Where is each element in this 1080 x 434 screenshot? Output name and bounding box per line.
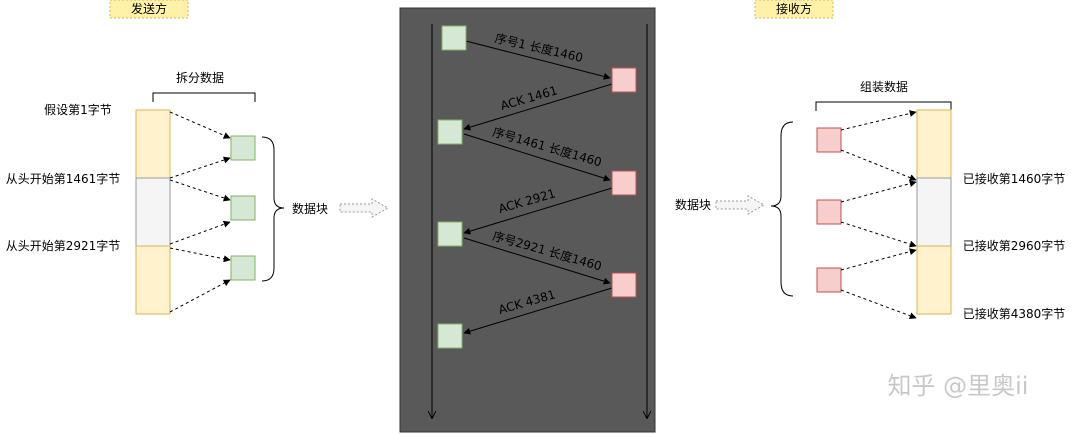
assemble-label: 组装数据 — [860, 79, 908, 94]
receiver-block-brace — [770, 121, 794, 297]
sender-flow-arrow — [339, 198, 390, 218]
sender-title-box — [109, 0, 189, 19]
received-label-2: 已接收第2960字节 — [963, 238, 1066, 253]
stream-label-1: 假设第1字节 — [44, 102, 112, 117]
sender-title: 发送方 — [131, 1, 167, 16]
split-brace — [152, 92, 256, 102]
seq-green-3 — [437, 221, 463, 247]
split-label: 拆分数据 — [176, 70, 224, 85]
receiver-flow-arrow — [715, 195, 766, 215]
receiver-title: 接收方 — [776, 1, 812, 16]
receiver-title-box — [754, 0, 834, 19]
assemble-brace — [815, 101, 952, 111]
sender-block-1 — [230, 135, 256, 161]
receiver-block-3 — [816, 267, 842, 293]
sender-segment-2 — [135, 177, 171, 247]
seq-red-2 — [611, 170, 637, 196]
sender-block-label: 数据块 — [292, 201, 328, 216]
sender-segment-3 — [135, 245, 171, 315]
sender-block-3 — [230, 255, 256, 281]
sender-block-brace — [261, 136, 285, 282]
stream-label-2: 从头开始第1461字节 — [6, 171, 121, 186]
assemble-arrows — [840, 110, 917, 320]
stream-label-3: 从头开始第2921字节 — [6, 238, 121, 253]
watermark: 知乎 @里奥ii — [888, 372, 1029, 400]
seq-green-1 — [441, 25, 467, 51]
sender-segment-1 — [135, 109, 171, 179]
seq-red-3 — [611, 272, 637, 298]
received-label-1: 已接收第1460字节 — [963, 171, 1066, 186]
message-arrows — [463, 40, 613, 335]
receiver-segment-3 — [916, 245, 952, 315]
seq-green-2 — [437, 119, 463, 145]
receiver-block-2 — [816, 199, 842, 225]
receiver-block-1 — [816, 127, 842, 153]
sender-block-2 — [230, 195, 256, 221]
receiver-block-label: 数据块 — [675, 197, 711, 212]
received-label-3: 已接收第4380字节 — [963, 306, 1066, 321]
seq-green-4 — [437, 323, 463, 349]
receiver-segment-2 — [916, 177, 952, 247]
receiver-segment-1 — [916, 109, 952, 179]
split-arrows — [169, 111, 231, 313]
seq-red-1 — [611, 67, 637, 93]
